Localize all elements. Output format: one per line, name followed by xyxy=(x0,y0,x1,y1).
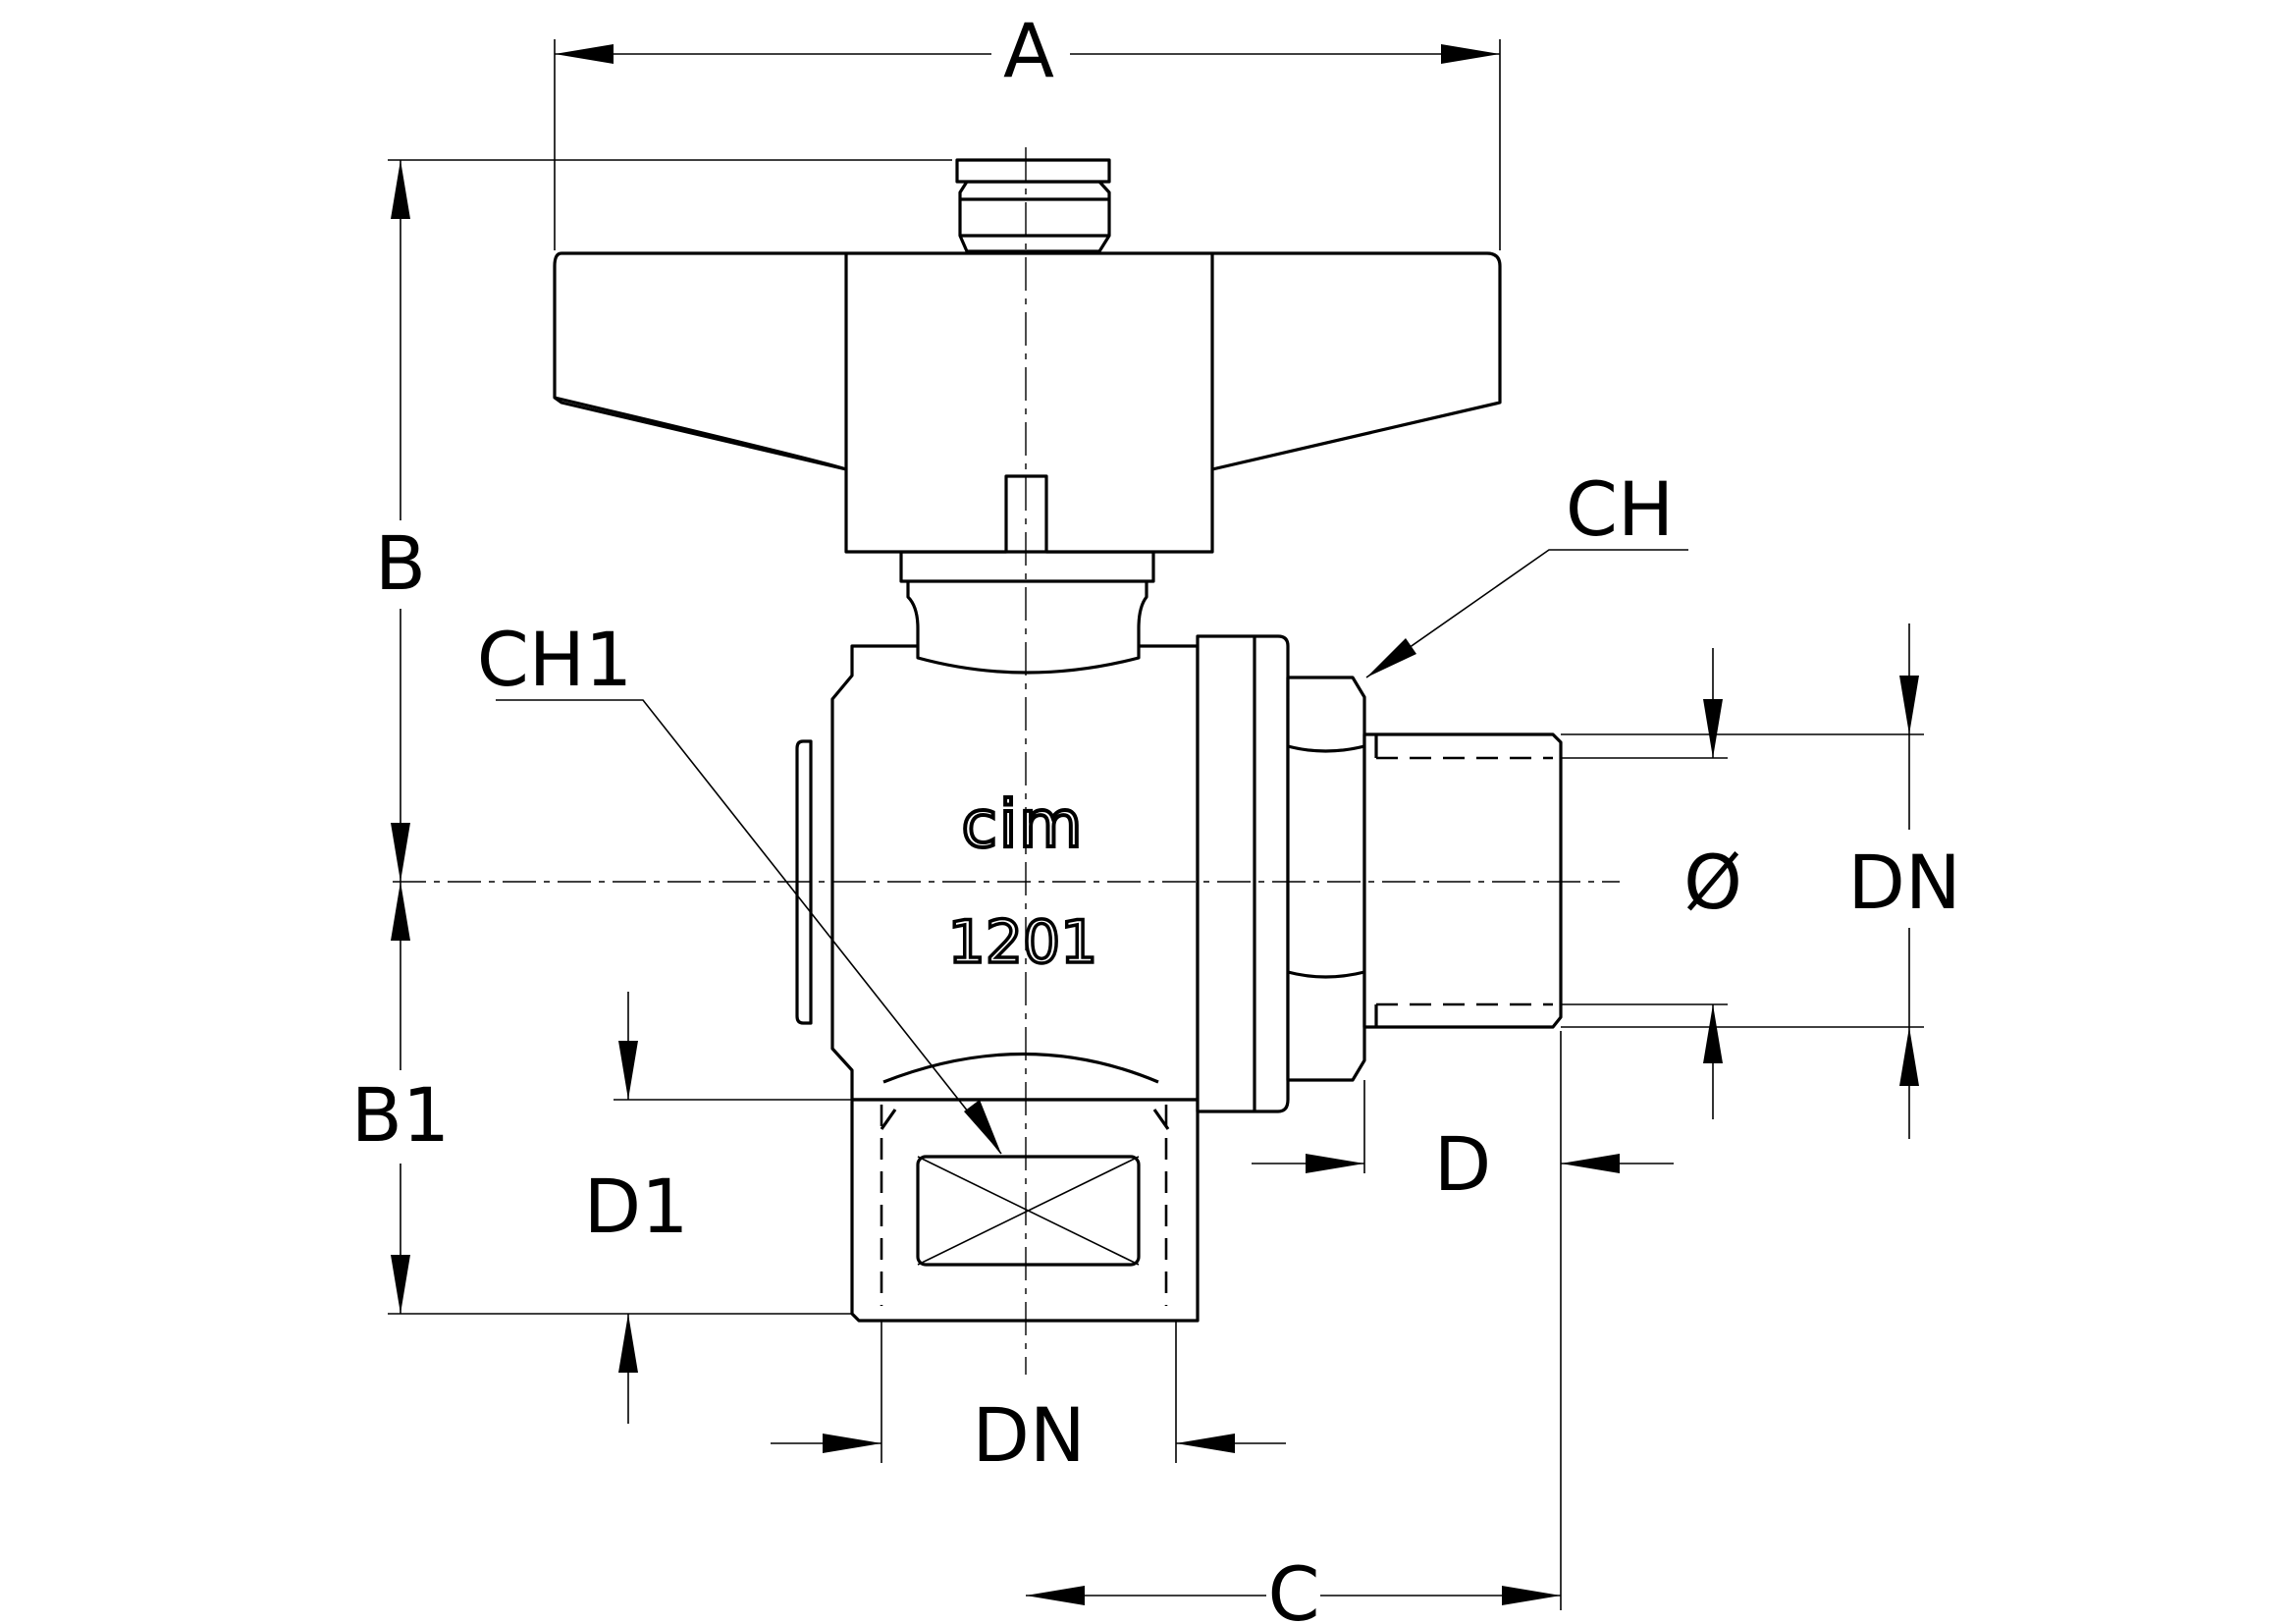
dim-c-arrow-right xyxy=(1502,1586,1561,1605)
dim-b-arrow-top xyxy=(391,160,410,219)
bottom-port-chamfer xyxy=(880,1109,1170,1130)
handle-nut xyxy=(958,180,1111,253)
union-hex-nut xyxy=(1286,676,1366,1082)
union-hex-facet-2 xyxy=(1287,970,1365,979)
union-flange xyxy=(1196,634,1290,1113)
dim-b-arrow-bottom xyxy=(391,823,410,882)
ch-leader xyxy=(1365,549,1688,678)
dim-dn-right-label: DN xyxy=(1847,839,1960,926)
male-thread-tail xyxy=(1362,732,1563,1029)
dim-b1-arrow-top xyxy=(391,882,410,941)
ch1-flat-cross xyxy=(917,1156,1140,1266)
dimensions: A B B1 D1 DN C xyxy=(351,7,1961,1624)
dim-phi-label: Ø xyxy=(1683,839,1742,926)
t-handle xyxy=(553,251,1502,554)
dim-d1-label: D1 xyxy=(584,1163,689,1250)
dim-dn-bottom-arrow-left xyxy=(823,1434,881,1453)
stem-neck xyxy=(906,577,1148,675)
dim-c-arrow-left xyxy=(1026,1586,1085,1605)
dim-c-label: C xyxy=(1267,1550,1319,1624)
dim-dn-bottom-arrow-right xyxy=(1176,1434,1235,1453)
dim-a-arrow-right xyxy=(1441,44,1500,64)
dim-dn-right-arrow-top xyxy=(1899,676,1919,734)
handle-fillet-left xyxy=(554,396,848,471)
dim-a-arrow-left xyxy=(555,44,614,64)
ch1-leader-arrow xyxy=(964,1100,1001,1154)
valve-drawing: cim 1201 xyxy=(553,158,1563,1323)
body-bottom-arc xyxy=(882,1052,1159,1084)
model-number: 1201 xyxy=(948,908,1098,977)
dim-phi-arrow-bottom xyxy=(1703,1004,1723,1063)
valve-body xyxy=(830,644,1200,1102)
dim-dn-right-arrow-bottom xyxy=(1899,1027,1919,1086)
dim-d-arrow-left xyxy=(1306,1154,1364,1173)
union-hex-facet-1 xyxy=(1287,744,1365,753)
dim-b1-label: B1 xyxy=(351,1071,451,1159)
ch-label: CH xyxy=(1566,465,1674,553)
brand-logo: cim xyxy=(962,786,1085,862)
ch-leader-arrow xyxy=(1366,638,1416,677)
dim-d-arrow-right xyxy=(1561,1154,1620,1173)
stem-collar xyxy=(899,550,1155,583)
dim-b-label: B xyxy=(375,519,426,607)
dim-a-label: A xyxy=(1003,7,1054,94)
dim-b1-arrow-bottom xyxy=(391,1255,410,1314)
dim-dn-bottom-label: DN xyxy=(972,1391,1085,1479)
ch1-leader xyxy=(496,699,1002,1155)
handle-nut-top xyxy=(955,158,1111,184)
dim-d-label: D xyxy=(1434,1120,1492,1208)
ch1-label: CH1 xyxy=(477,616,633,703)
dim-phi-arrow-top xyxy=(1703,699,1723,758)
center-lines xyxy=(393,147,1620,1375)
